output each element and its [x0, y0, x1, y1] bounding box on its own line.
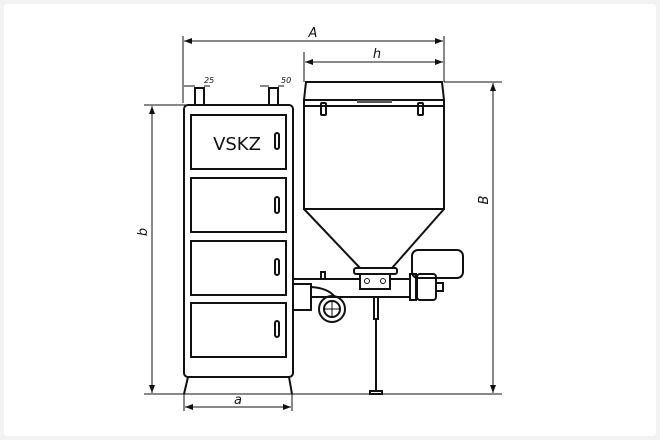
dimension-A-label: A	[308, 26, 318, 41]
auger-feeder	[293, 271, 411, 395]
dimension-h-label: h	[373, 47, 381, 62]
dimension-A: A	[182, 26, 445, 103]
pipe-right-label: 50	[281, 76, 291, 85]
dimension-a: a	[183, 393, 293, 411]
diagram-card	[4, 4, 656, 436]
dimension-B: B	[444, 81, 502, 393]
boiler: VSKZ	[183, 104, 294, 395]
dimension-h: h	[303, 47, 443, 82]
pipe-left-label: 25	[204, 76, 214, 85]
door-4	[190, 302, 287, 358]
door-1	[190, 114, 287, 170]
brand-label: VSKZ	[213, 134, 261, 155]
pipe-connections: 25 50	[184, 76, 291, 106]
door-3	[190, 240, 287, 296]
door-2	[190, 177, 287, 233]
dimension-a-label: a	[234, 393, 242, 408]
hopper	[302, 81, 446, 290]
motor	[409, 249, 464, 301]
dimension-b-label: b	[136, 228, 151, 236]
dimension-B-label: B	[477, 195, 492, 204]
